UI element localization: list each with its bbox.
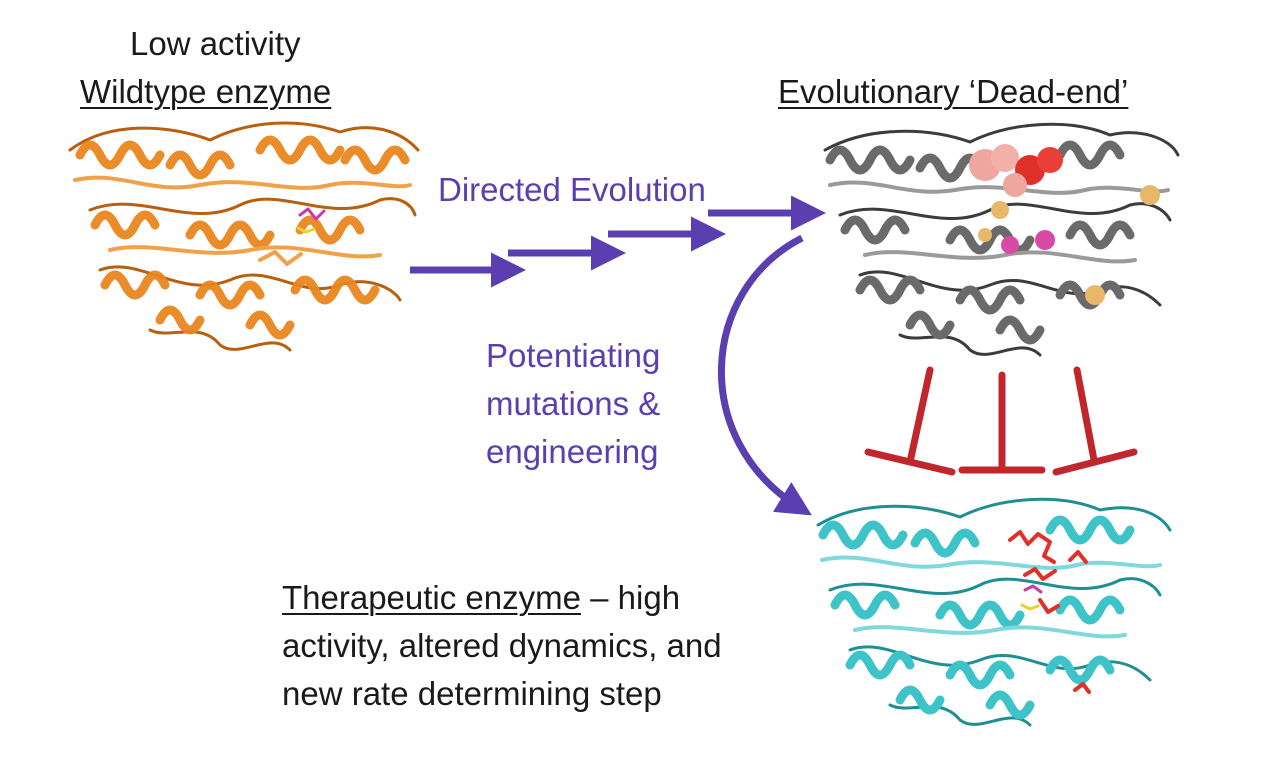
therapeutic-protein-icon xyxy=(816,497,1172,727)
therapeutic-label-line3: new rate determining step xyxy=(282,675,662,712)
potentiating-label-line3: engineering xyxy=(486,433,659,470)
inhibition-blockers xyxy=(864,366,1138,476)
wildtype-label-line2: Wildtype enzyme xyxy=(80,73,332,110)
wildtype-protein-icon xyxy=(68,121,420,352)
potentiating-label-line1: Potentiating xyxy=(486,337,661,374)
therapeutic-label-line2: activity, altered dynamics, and xyxy=(282,627,722,664)
therapeutic-label-line1: Therapeutic enzyme – high xyxy=(282,578,680,618)
potentiating-label-line2: mutations & xyxy=(486,385,661,422)
dead-end-protein-icon xyxy=(823,122,1180,357)
wildtype-label-line1: Low activity xyxy=(130,25,301,62)
blocker-right xyxy=(1052,366,1138,476)
directed-evolution-label: Directed Evolution xyxy=(438,171,706,208)
directed-evolution-arrows xyxy=(410,195,826,288)
therapeutic-title-suffix: – high xyxy=(580,579,681,616)
potentiating-curved-arrow xyxy=(718,234,812,516)
blocker-left xyxy=(864,366,956,476)
therapeutic-title: Therapeutic enzyme xyxy=(282,579,581,616)
dead-end-title: Evolutionary ‘Dead-end’ xyxy=(778,73,1129,110)
blocker-middle xyxy=(958,371,1046,474)
